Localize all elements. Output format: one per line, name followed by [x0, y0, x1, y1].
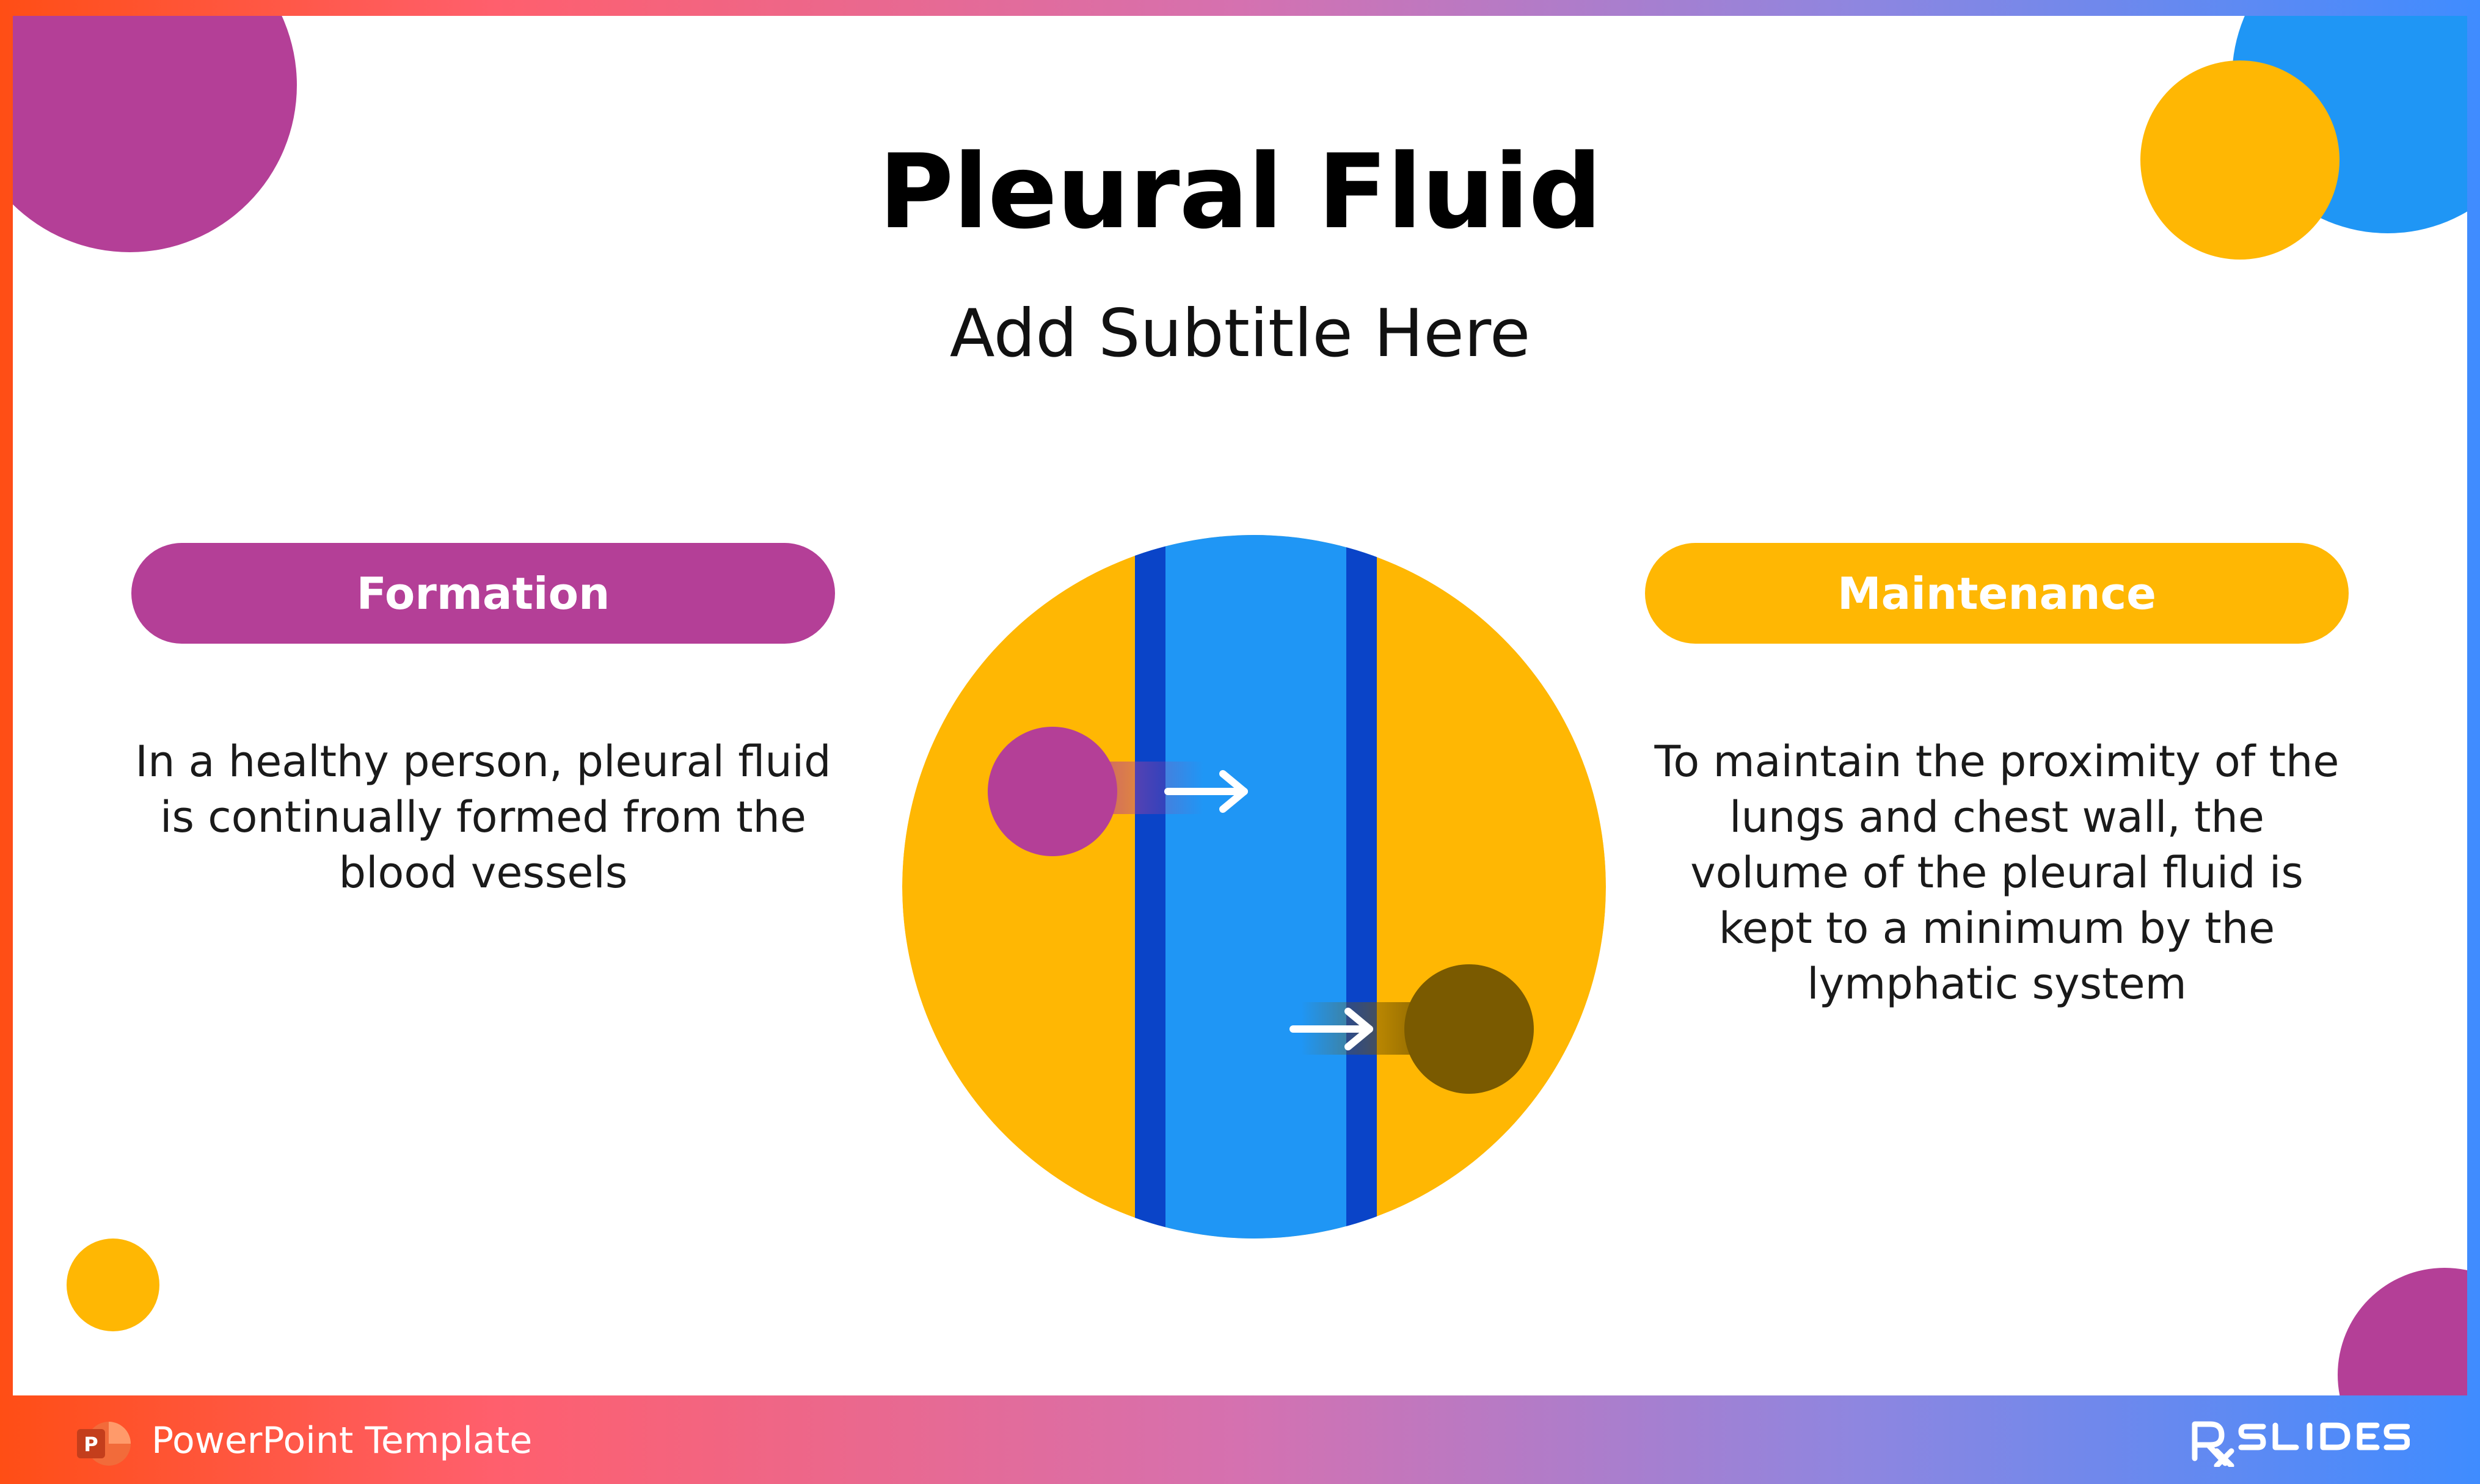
powerpoint-icon: P: [77, 1422, 131, 1466]
pleural-space-channel: [1135, 535, 1377, 1238]
maintenance-heading-pill: Maintenance: [1645, 543, 2349, 644]
maintenance-heading: Maintenance: [1837, 567, 2157, 619]
maintenance-description: To maintain the proximity of the lungs a…: [1654, 737, 2340, 1009]
formation-heading-pill: Formation: [131, 543, 835, 644]
rx-slides-logo: [2192, 1421, 2410, 1467]
decor-circle-yellow-top-right: [2140, 60, 2340, 260]
slide-title: Pleural Fluid: [878, 132, 1602, 252]
decor-circle-purple-bottom-right: [2338, 1268, 2467, 1395]
arrow-right-icon: [1164, 770, 1248, 813]
arrow-right-icon: [1289, 1008, 1373, 1050]
slide-subtitle: Add Subtitle Here: [949, 296, 1531, 372]
outflow-dot: [1404, 964, 1534, 1094]
svg-text:P: P: [84, 1433, 98, 1456]
formation-heading: Formation: [356, 567, 610, 619]
footer-label: PowerPoint Template: [151, 1419, 533, 1462]
slide-canvas: Pleural Fluid Add Subtitle Here Formatio…: [13, 16, 2467, 1395]
parietal-membrane: [1346, 535, 1377, 1238]
pleural-fluid-diagram: [902, 535, 1606, 1238]
inflow-dot: [988, 727, 1117, 856]
visceral-membrane: [1135, 535, 1165, 1238]
decor-circle-yellow-bottom-left: [67, 1238, 159, 1331]
formation-description: In a healthy person, pleural fluid is co…: [135, 737, 831, 898]
